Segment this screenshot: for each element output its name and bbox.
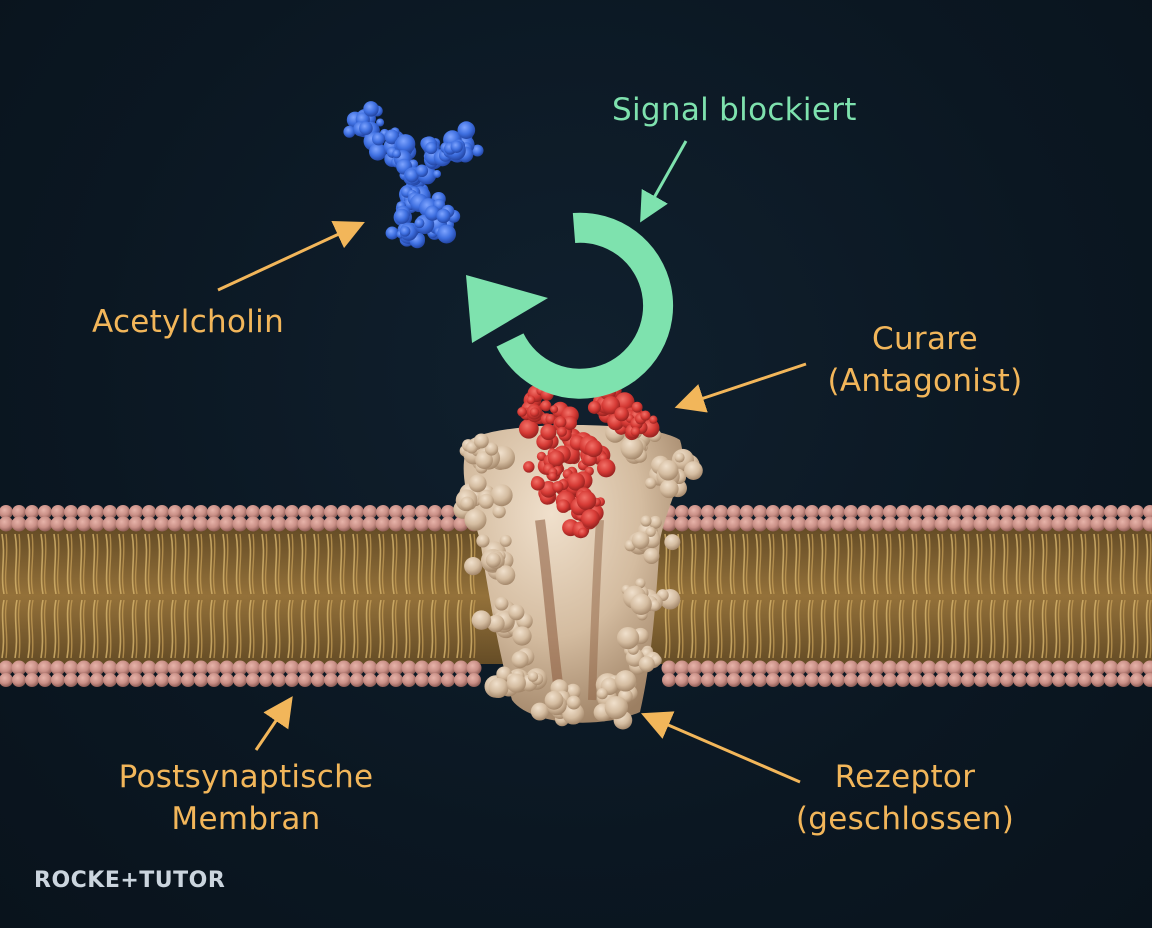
arrow-to-circular-arrow (640, 140, 688, 223)
membrane-heads (0, 505, 1152, 687)
receptor-channel-groove (535, 519, 565, 701)
label-curare-line2: (Antagonist) (827, 363, 1023, 399)
receptor-surface-texture (453, 414, 703, 730)
label-signal-blockiert-text: Signal blockiert (612, 92, 857, 128)
brand-logo: ROCKE+TUTOR (34, 868, 226, 893)
label-rezeptor: Rezeptor (geschlossen) (780, 756, 1030, 840)
circular-arrow-arc (496, 212, 674, 399)
receptor-protein (453, 414, 703, 730)
pointer-arrows (217, 140, 807, 784)
arrow-to-curare (674, 362, 807, 413)
arrow-to-receptor (640, 711, 801, 784)
circular-arrow-head (466, 275, 548, 343)
label-acetylcholin: Acetylcholin (92, 301, 284, 343)
label-curare: Curare (Antagonist) (805, 318, 1045, 402)
label-signal-blockiert: Signal blockiert (612, 89, 857, 131)
label-membran-line2: Membran (171, 801, 321, 837)
arrow-to-membrane (254, 696, 293, 751)
label-membran-line1: Postsynaptische (118, 759, 374, 795)
signal-blocked-circular-arrow (466, 212, 674, 399)
label-postsynaptische-membran: Postsynaptische Membran (96, 756, 396, 840)
receptor-channel-groove-right (588, 519, 604, 701)
label-rezeptor-line1: Rezeptor (834, 759, 976, 795)
acetylcholine-molecule (343, 101, 484, 249)
label-acetylcholin-text: Acetylcholin (92, 304, 285, 340)
arrow-to-acetylcholine (217, 220, 365, 292)
label-curare-line1: Curare (872, 321, 978, 357)
label-rezeptor-line2: (geschlossen) (795, 801, 1015, 837)
